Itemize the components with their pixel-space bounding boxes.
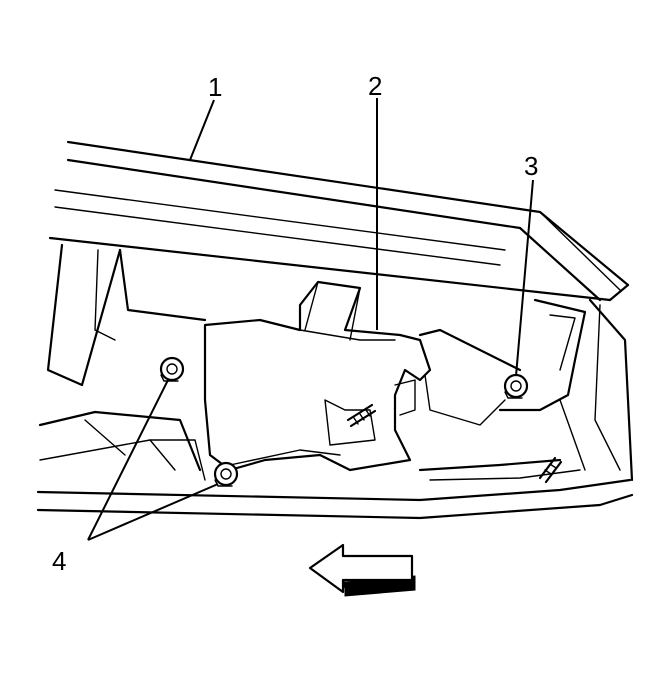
lower-floor <box>36 298 634 520</box>
leader-lines <box>87 98 534 541</box>
callout-3: 3 <box>524 151 538 181</box>
upper-rail <box>48 140 630 302</box>
bolt-center <box>346 403 377 428</box>
right-bracket <box>418 298 587 481</box>
left-bracket <box>46 243 207 387</box>
main-cover <box>203 280 432 472</box>
callout-2: 2 <box>368 71 382 101</box>
bolt-right <box>538 456 563 484</box>
callout-1: 1 <box>208 72 222 102</box>
nut-3 <box>503 373 529 399</box>
callout-4: 4 <box>52 546 66 576</box>
direction-arrow <box>308 543 416 597</box>
nut-4-upper <box>159 356 185 382</box>
nut-4-lower <box>213 461 239 487</box>
